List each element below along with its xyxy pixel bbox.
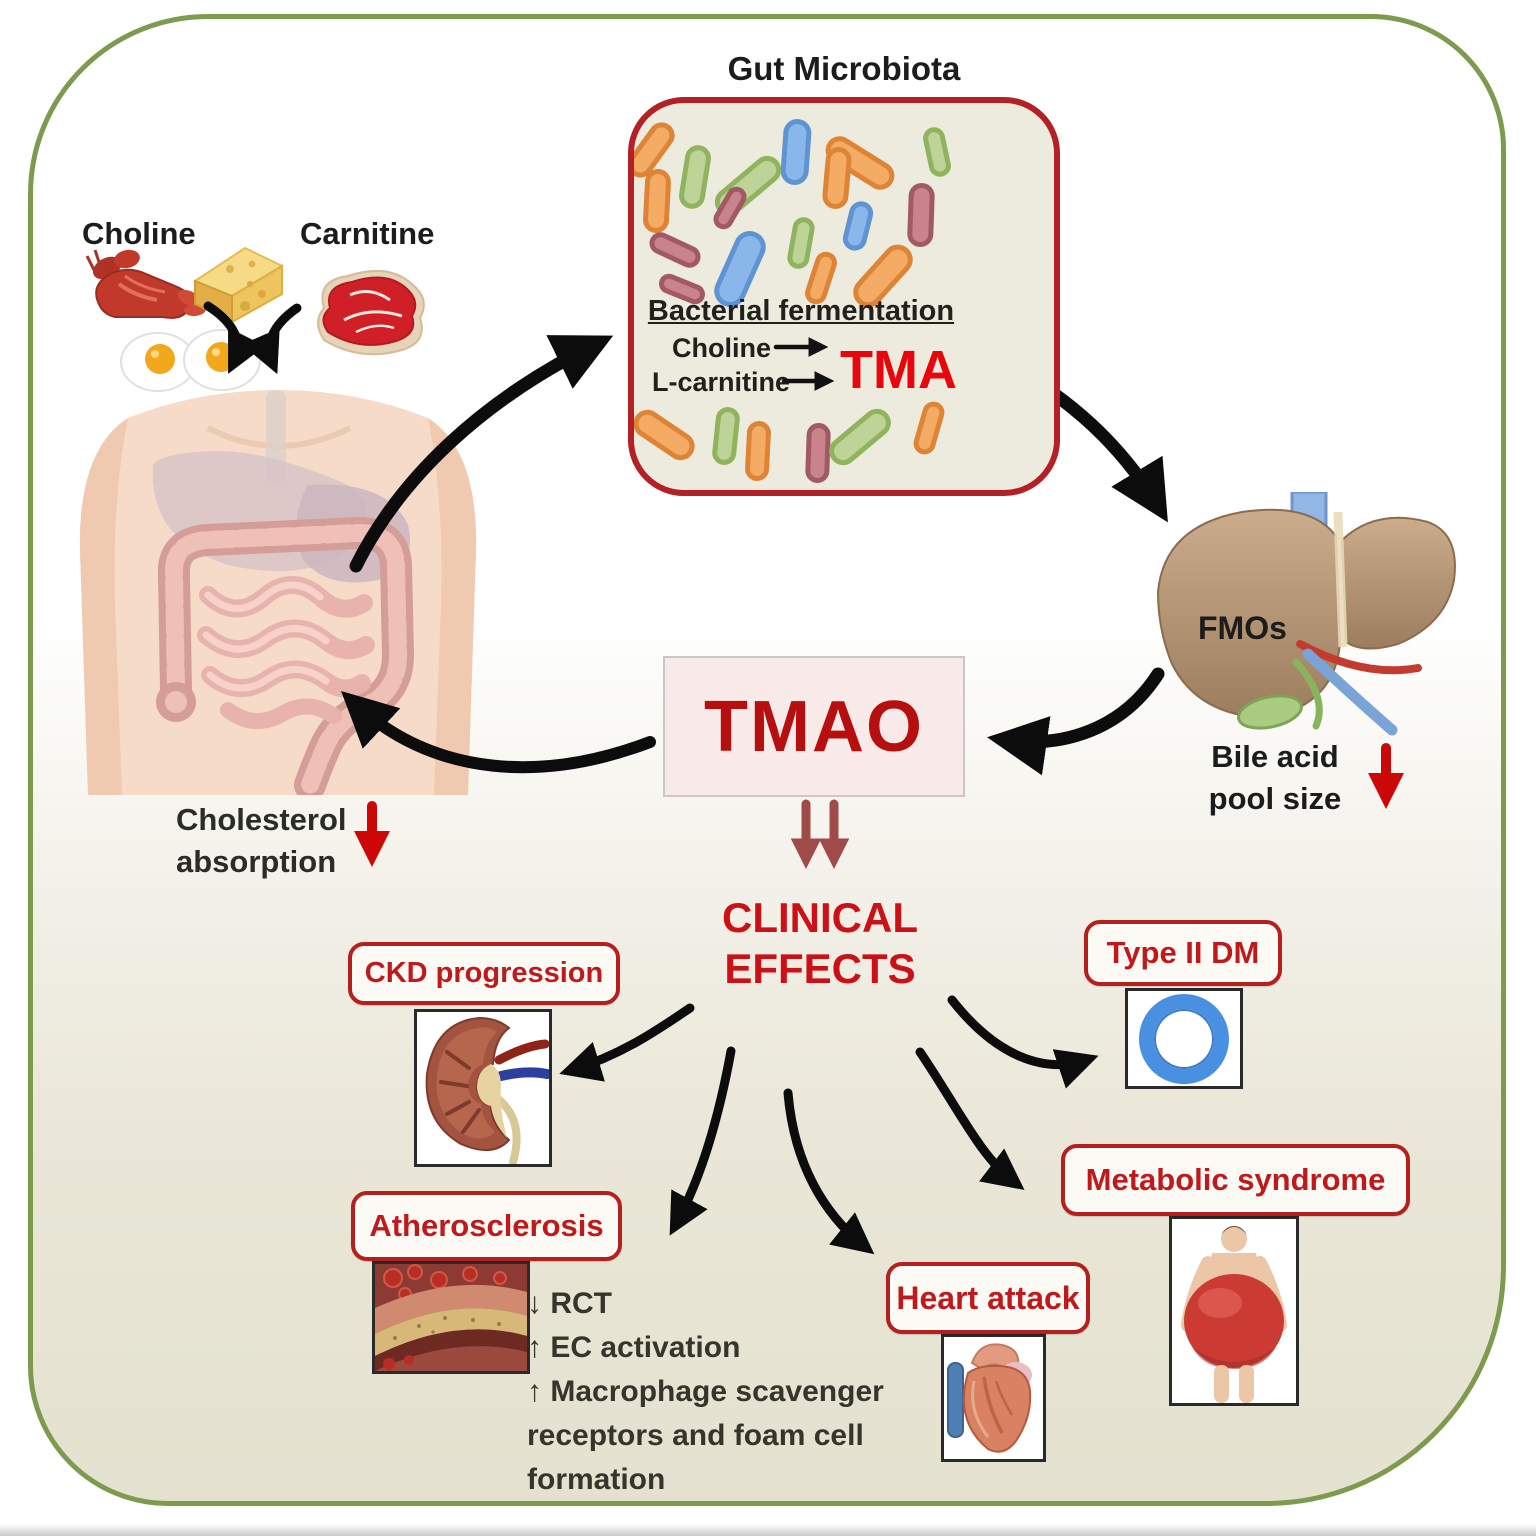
arrow-tmao-to-intestine [341, 691, 656, 774]
type2dm-label-text: Type II DM [1106, 935, 1260, 970]
arrow-effects-to-atherosclerosis [669, 1046, 736, 1236]
clinical-line1: CLINICAL [722, 894, 918, 941]
atherosclerosis-notes: ↓ RCT ↑ EC activation ↑ Macrophage scave… [527, 1282, 927, 1502]
obese-figure-illustration [1181, 1226, 1287, 1403]
outcome-metabolic-syndrome-label: Metabolic syndrome [1061, 1144, 1410, 1216]
arrow-choline-to-body [203, 301, 266, 374]
fermentation-arrows [773, 337, 835, 391]
arrow-effects-to-type2dm [947, 995, 1099, 1089]
tmao-label: TMAO [704, 686, 924, 767]
heart-image-box [941, 1334, 1046, 1462]
substrate-carnitine-label: L-carnitine [652, 367, 791, 397]
clinical-effects-title: CLINICAL EFFECTS [655, 892, 985, 994]
note-rct-text: RCT [550, 1287, 612, 1320]
bile-acid-line2: pool size [1208, 781, 1342, 816]
outcome-atherosclerosis-label: Atherosclerosis [351, 1191, 622, 1261]
steak-icon [317, 269, 425, 356]
outcome-type2dm-label: Type II DM [1084, 920, 1282, 986]
note-macrophage: ↑ Macrophage scavenger receptors and foa… [527, 1370, 927, 1502]
fmos-enzyme-label: FMOs [1198, 610, 1287, 646]
outcome-ckd-label: CKD progression [348, 942, 620, 1005]
clinical-line2: EFFECTS [724, 945, 916, 992]
carnitine-source-label: Carnitine [300, 216, 435, 251]
bile-acid-pool-text: Bile acid pool size [1190, 736, 1360, 820]
liver-illustration [1156, 492, 1456, 736]
cholesterol-absorption-text: Cholesterol absorption [176, 799, 347, 883]
increase-arrow-glyph: ↑ [527, 1331, 542, 1364]
bacterial-fermentation-title: Bacterial fermentation [647, 295, 955, 327]
diabetes-ring-icon [1139, 993, 1229, 1084]
note-macrophage-text: Macrophage scavenger receptors and foam … [527, 1375, 884, 1496]
arrow-effects-to-ckd [559, 1003, 695, 1082]
cholesterol-line2: absorption [176, 844, 337, 879]
outcome-heart-attack-label: Heart attack [886, 1262, 1090, 1334]
arrow-effects-to-metabolic-syndrome [915, 1047, 1025, 1191]
metabolic-syndrome-label-text: Metabolic syndrome [1085, 1162, 1386, 1197]
gut-microbiota-title: Gut Microbiota [727, 50, 961, 87]
artery-plaque-illustration [375, 1264, 527, 1371]
note-rct: ↓ RCT [527, 1282, 927, 1326]
arrow-liver-to-tmao [987, 667, 1165, 776]
page-edge-shadow [0, 1524, 1536, 1536]
heart-illustration [947, 1343, 1032, 1453]
diabetes-image-box [1125, 988, 1243, 1089]
arrow-intestine-to-gutbox [349, 335, 614, 573]
substrate-choline-label: Choline [672, 333, 771, 363]
kidney-image-box [414, 1009, 552, 1167]
note-ec-text: EC activation [550, 1331, 741, 1364]
arrow-effects-to-heart-attack [783, 1088, 875, 1255]
cholesterol-line1: Cholesterol [176, 802, 347, 837]
lobster-icon [85, 249, 206, 319]
gut-microbiota-box: Bacterial fermentation Choline L-carniti… [628, 97, 1060, 496]
kidney-illustration [425, 1016, 549, 1164]
ckd-label-text: CKD progression [364, 957, 604, 989]
bile-acid-line1: Bile acid [1211, 739, 1339, 774]
obese-figure-image-box [1169, 1216, 1299, 1406]
heart-attack-label-text: Heart attack [896, 1279, 1080, 1316]
atherosclerosis-label-text: Atherosclerosis [369, 1208, 604, 1243]
choline-source-label: Choline [82, 216, 196, 251]
tmao-box: TMAO [663, 656, 965, 797]
increase-arrow-glyph2: ↑ [527, 1375, 542, 1408]
note-ec-activation: ↑ EC activation [527, 1326, 927, 1370]
tma-product-label: TMA [840, 340, 957, 400]
decrease-arrow-glyph: ↓ [527, 1287, 542, 1320]
artery-image-box [372, 1261, 530, 1374]
arrow-carnitine-to-body [241, 303, 302, 375]
